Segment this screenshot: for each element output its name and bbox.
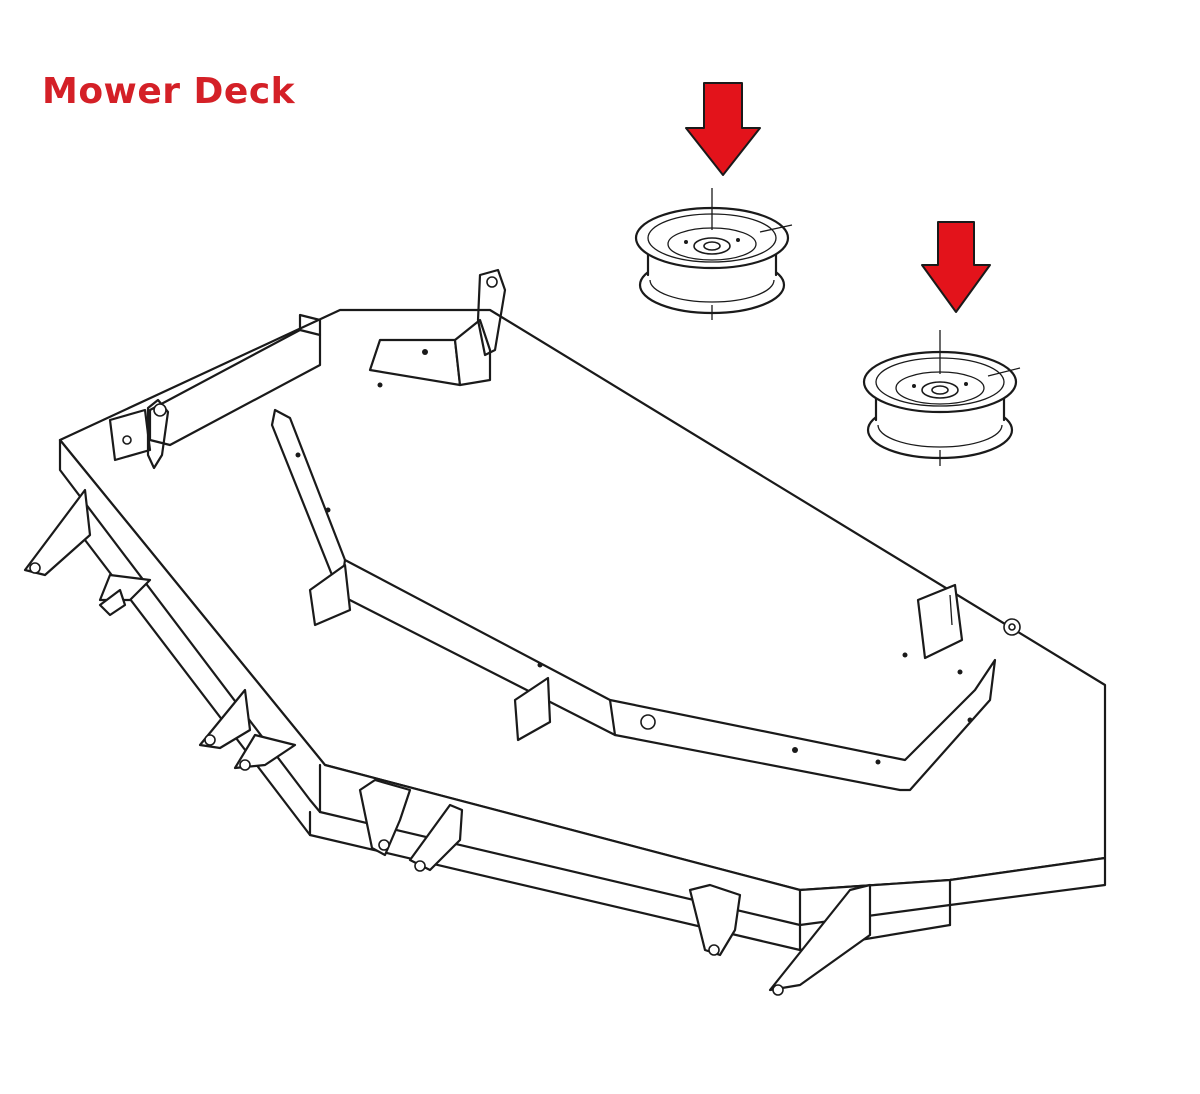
arrow-icon bbox=[921, 221, 991, 313]
rear-hanger-right bbox=[368, 268, 507, 388]
front-nut bbox=[1003, 618, 1021, 636]
rear-bracket-left bbox=[108, 313, 322, 470]
rail-gussets bbox=[308, 563, 964, 742]
side-brackets bbox=[23, 488, 872, 996]
arrow-icon bbox=[685, 82, 761, 176]
idler-pulley-1[interactable] bbox=[634, 188, 793, 320]
idler-pulley-2[interactable] bbox=[862, 330, 1021, 466]
diagram-title: Mower Deck bbox=[42, 71, 296, 112]
